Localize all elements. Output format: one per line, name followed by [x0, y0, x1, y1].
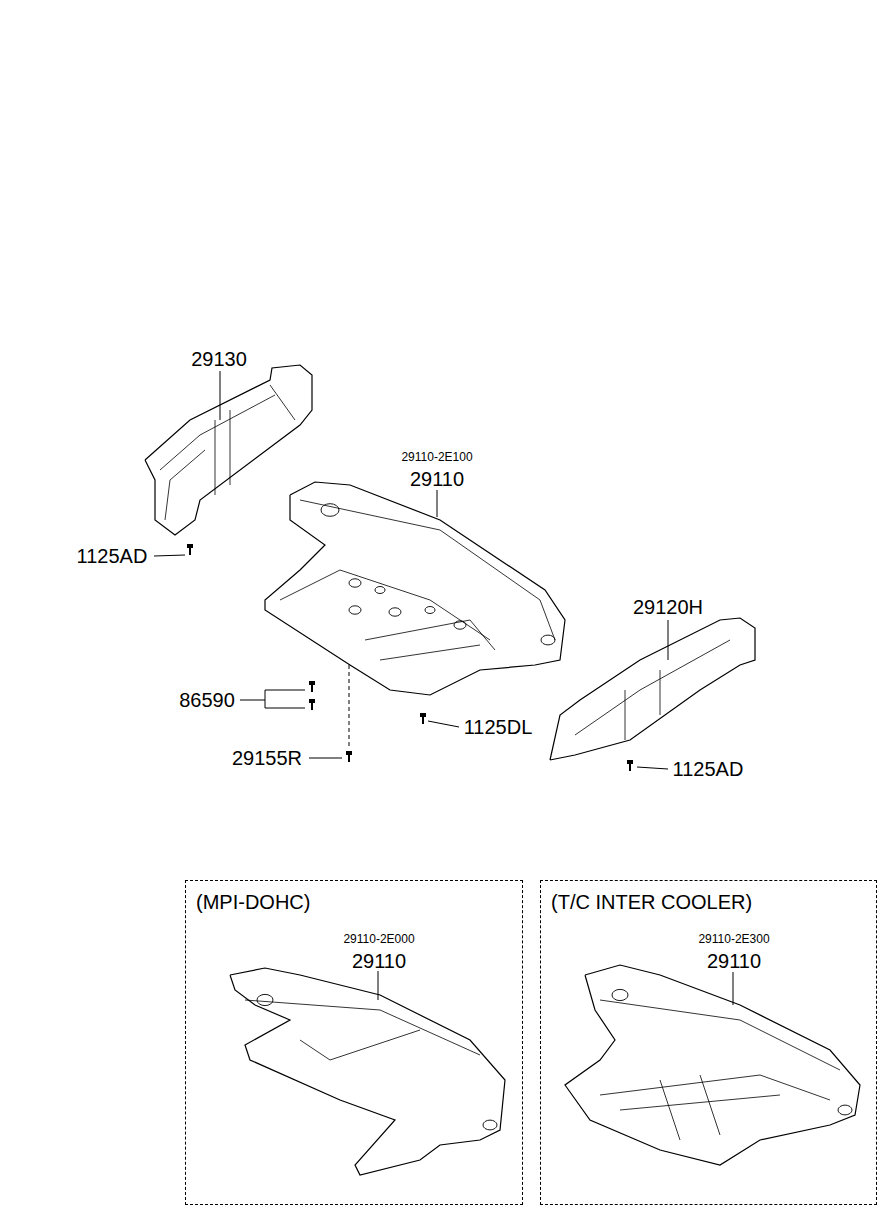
detail-line	[620, 1095, 780, 1110]
side-cover-left	[145, 365, 312, 535]
callout-number: 1125DL	[464, 717, 533, 737]
detail-line	[215, 420, 216, 495]
callout-number: 86590	[179, 690, 235, 710]
part-number: 29110-2E000	[343, 933, 414, 945]
callout-number: 29110	[410, 469, 464, 489]
leader-line	[154, 555, 185, 556]
leader-line	[437, 490, 438, 517]
leader-line	[378, 971, 379, 1000]
callout-number: 29110	[707, 951, 761, 971]
hole	[454, 621, 466, 629]
hole	[375, 587, 385, 594]
dashed-leader	[349, 665, 350, 748]
screw-shank	[311, 703, 313, 710]
detail-line	[230, 410, 231, 485]
leader-line	[220, 371, 221, 420]
hole	[257, 994, 273, 1005]
variant-heading: (T/C INTER COOLER)	[551, 892, 752, 912]
screw-shank	[348, 755, 350, 762]
detail-line	[280, 570, 490, 640]
hole	[838, 1105, 852, 1115]
screw-head	[187, 544, 193, 548]
hole	[389, 608, 401, 616]
variant-box: (MPI-DOHC) 29110-2E000 29110	[185, 880, 523, 1205]
hole	[349, 579, 361, 587]
detail-line	[600, 1000, 840, 1070]
callout-number: 29130	[191, 349, 247, 369]
detail-line	[380, 645, 480, 660]
callout-number: 29155R	[232, 748, 302, 768]
detail-line	[330, 1030, 420, 1060]
callout-number: 1125AD	[77, 546, 148, 566]
screw-head	[627, 760, 633, 764]
screw-head	[309, 681, 315, 685]
variant-heading: (MPI-DOHC)	[196, 892, 310, 912]
variant-box: (T/C INTER COOLER) 29110-2E300 29110	[540, 880, 877, 1205]
callout-number: 1125AD	[673, 759, 744, 779]
screw-shank	[422, 717, 424, 724]
leader-line	[668, 620, 669, 660]
detail-line	[300, 1040, 330, 1060]
hole	[321, 504, 339, 517]
detail-line	[245, 1000, 480, 1055]
leader-line	[309, 758, 342, 759]
screw-head	[420, 713, 426, 717]
detail-line	[270, 385, 295, 420]
detail-line	[600, 1075, 830, 1100]
screw-shank	[629, 764, 631, 771]
hole	[541, 635, 555, 645]
screw-head	[309, 699, 315, 703]
screw-head	[346, 751, 352, 755]
leader-line	[428, 721, 459, 727]
hole	[349, 606, 361, 614]
leader-line	[733, 972, 734, 1005]
hole	[425, 607, 435, 614]
detail-line	[160, 395, 275, 470]
detail-line	[700, 1075, 720, 1135]
detail-line	[625, 690, 626, 740]
leader-line	[265, 690, 266, 708]
under-cover-tc	[565, 965, 860, 1165]
part-number: 29110-2E300	[698, 933, 769, 945]
callout-number: 29110	[352, 951, 406, 971]
leader-line	[637, 767, 668, 769]
detail-line	[660, 670, 661, 715]
under-cover	[265, 482, 565, 695]
detail-line	[165, 450, 205, 520]
under-cover-mpi	[230, 968, 505, 1175]
detail-line	[575, 640, 730, 735]
hole	[612, 989, 628, 1000]
detail-line	[300, 500, 555, 640]
leader-line	[240, 700, 265, 701]
hole	[483, 1120, 497, 1130]
leader-line	[265, 708, 305, 709]
side-cover-right	[550, 618, 755, 760]
part-number: 29110-2E100	[401, 451, 472, 463]
detail-line	[660, 1080, 680, 1140]
leader-line	[265, 690, 305, 691]
callout-number: 29120H	[633, 597, 703, 617]
screw-shank	[189, 548, 191, 555]
screw-shank	[311, 685, 313, 692]
